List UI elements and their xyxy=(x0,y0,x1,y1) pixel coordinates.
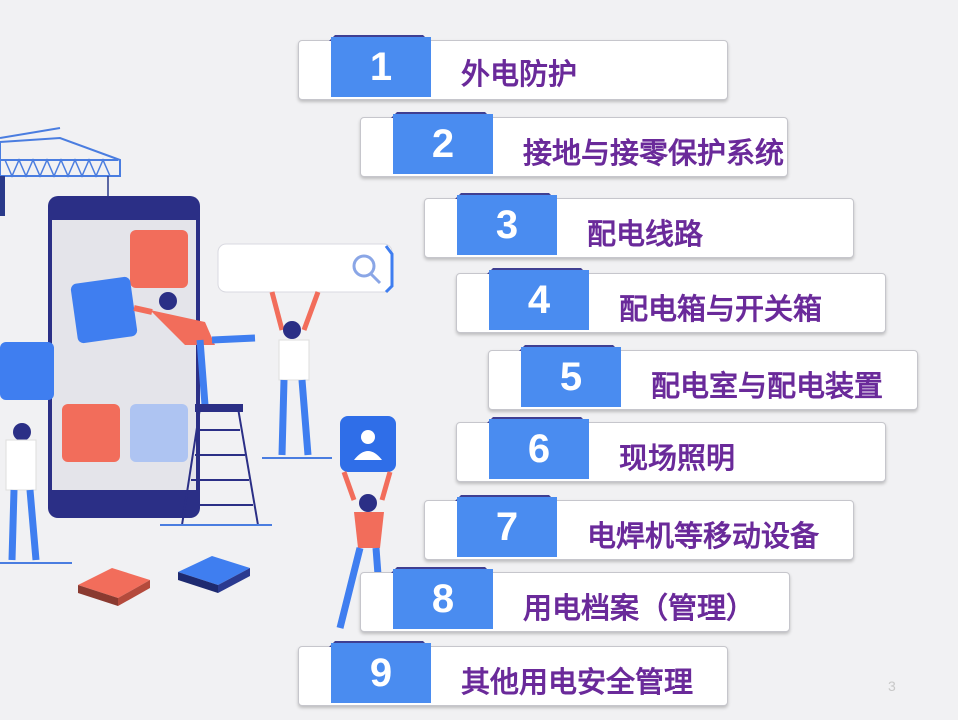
floor-tiles xyxy=(78,556,250,606)
phone-screen-icon xyxy=(48,196,200,518)
list-item[interactable]: 7 电焊机等移动设备 xyxy=(424,500,854,560)
list-item[interactable]: 4 配电箱与开关箱 xyxy=(456,273,886,333)
person-holding-search xyxy=(262,291,332,459)
item-number: 4 xyxy=(489,270,589,330)
item-label: 接地与接零保护系统 xyxy=(523,138,785,170)
user-card-icon xyxy=(336,416,396,629)
list-item[interactable]: 1 外电防护 xyxy=(298,40,728,100)
list-item[interactable]: 9 其他用电安全管理 xyxy=(298,646,728,706)
item-label: 电焊机等移动设备 xyxy=(587,519,820,553)
item-label: 配电箱与开关箱 xyxy=(619,292,823,326)
item-label: 外电防护 xyxy=(461,57,578,91)
item-number: 6 xyxy=(489,419,589,479)
item-number: 8 xyxy=(393,569,493,629)
ladder-icon xyxy=(160,404,272,526)
search-bar-icon xyxy=(217,243,394,294)
item-number: 7 xyxy=(457,497,557,557)
person-left xyxy=(0,342,72,564)
item-label: 现场照明 xyxy=(619,441,736,475)
item-number: 5 xyxy=(521,347,621,407)
item-label: 配电线路 xyxy=(587,217,704,251)
item-number: 1 xyxy=(331,37,431,97)
list-item[interactable]: 8 用电档案（管理） xyxy=(360,572,790,632)
item-number: 3 xyxy=(457,195,557,255)
item-number: 2 xyxy=(393,114,493,174)
item-label: 其他用电安全管理 xyxy=(461,665,694,699)
item-number: 9 xyxy=(331,643,431,703)
worker-figure xyxy=(133,292,256,406)
list-item[interactable]: 6 现场照明 xyxy=(456,422,886,482)
item-label: 配电室与配电装置 xyxy=(651,369,884,403)
list-item[interactable]: 3 配电线路 xyxy=(424,198,854,258)
item-label: 用电档案（管理） xyxy=(523,591,756,625)
page-number: 3 xyxy=(888,678,896,694)
list-item[interactable]: 2 接地与接零保护系统 xyxy=(360,117,788,177)
list-item[interactable]: 5 配电室与配电装置 xyxy=(488,350,918,410)
